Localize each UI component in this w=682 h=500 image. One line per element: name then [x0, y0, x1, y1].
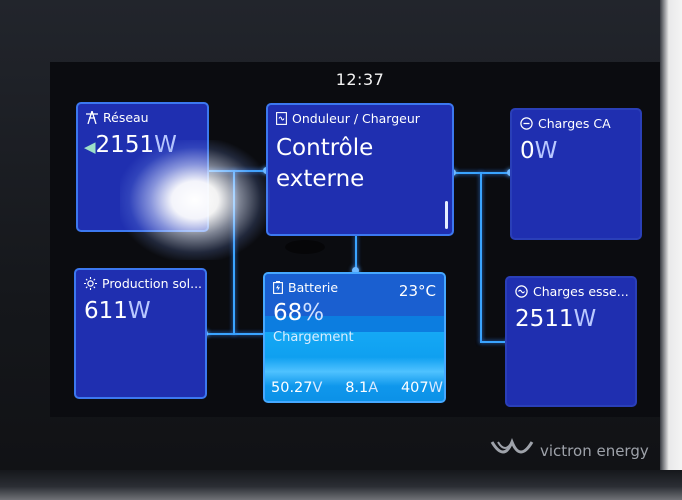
ac-loads-tile-title: Charges CA: [538, 116, 611, 131]
essential-loads-icon: [515, 285, 528, 298]
grid-power: ◀2151W: [84, 132, 177, 158]
grid-tile-title: Réseau: [103, 110, 149, 125]
battery-header-band: [265, 274, 444, 316]
device-edge: [660, 0, 682, 500]
flow-arrow-icon: ◀: [84, 138, 96, 156]
essential-loads-tile[interactable]: Charges esse... 2511W: [505, 276, 637, 407]
device-bottom-edge: [0, 470, 682, 500]
battery-tile-header: Batterie: [273, 280, 338, 295]
grid-tile-header: Réseau: [86, 110, 149, 125]
wire-inverter-essential: [480, 172, 482, 342]
ac-loads-tile[interactable]: Charges CA 0W: [510, 108, 642, 240]
brand-name: victron energy: [540, 442, 649, 460]
solar-tile-title: Production sol...: [102, 276, 203, 291]
victron-logo-icon: [490, 437, 534, 464]
battery-soc: 68%: [273, 300, 325, 326]
solar-tile-header: Production sol...: [84, 276, 202, 291]
inverter-tile-title: Onduleur / Chargeur: [292, 111, 420, 126]
wire-inverter-battery: [355, 235, 357, 273]
wire-bus-vertical: [233, 170, 235, 335]
sun-icon: [84, 277, 97, 290]
inverter-state-line1: Contrôle: [276, 135, 374, 161]
inverter-state: Contrôle externe: [276, 133, 373, 195]
grid-tile[interactable]: Réseau ◀2151W: [76, 102, 209, 232]
battery-soc-band: [265, 316, 444, 332]
battery-tile[interactable]: Batterie 23°C 68% Chargement 50.27V 8.1A…: [263, 272, 446, 403]
battery-power: 407W: [400, 380, 443, 396]
ac-loads-tile-header: Charges CA: [520, 116, 611, 131]
ac-loads-power: 0W: [520, 138, 558, 164]
essential-loads-tile-header: Charges esse...: [515, 284, 629, 299]
battery-temperature: 23°C: [398, 282, 436, 300]
solar-tile[interactable]: Production sol... 611W: [74, 268, 207, 399]
solar-power: 611W: [84, 298, 151, 324]
inverter-state-line2: externe: [276, 166, 365, 192]
battery-readings: 50.27V 8.1A 407W: [271, 380, 443, 396]
battery-fill: [265, 332, 444, 401]
wire-essential-in: [480, 341, 511, 343]
ac-loads-icon: [520, 117, 533, 130]
battery-state: Chargement: [273, 330, 354, 345]
wire-inverter-acloads: [453, 172, 511, 174]
screen-reflection: [285, 240, 325, 254]
wire-solar-bus: [205, 333, 265, 335]
battery-charging-icon: [273, 281, 283, 294]
scrollbar[interactable]: [445, 201, 448, 229]
battery-tile-title: Batterie: [288, 280, 339, 295]
brand-logo: victron energy: [490, 437, 649, 464]
tower-icon: [86, 111, 98, 124]
inverter-tile[interactable]: Onduleur / Chargeur Contrôle externe: [266, 103, 454, 236]
battery-voltage: 50.27V: [271, 380, 323, 396]
essential-loads-tile-title: Charges esse...: [533, 284, 629, 299]
wire-grid-inverter: [208, 170, 268, 172]
battery-current: 8.1A: [345, 380, 379, 396]
essential-loads-power: 2511W: [515, 306, 597, 332]
clock: 12:37: [335, 70, 385, 89]
inverter-icon: [276, 112, 287, 125]
flow-dot: [352, 267, 359, 274]
inverter-tile-header: Onduleur / Chargeur: [276, 111, 420, 126]
